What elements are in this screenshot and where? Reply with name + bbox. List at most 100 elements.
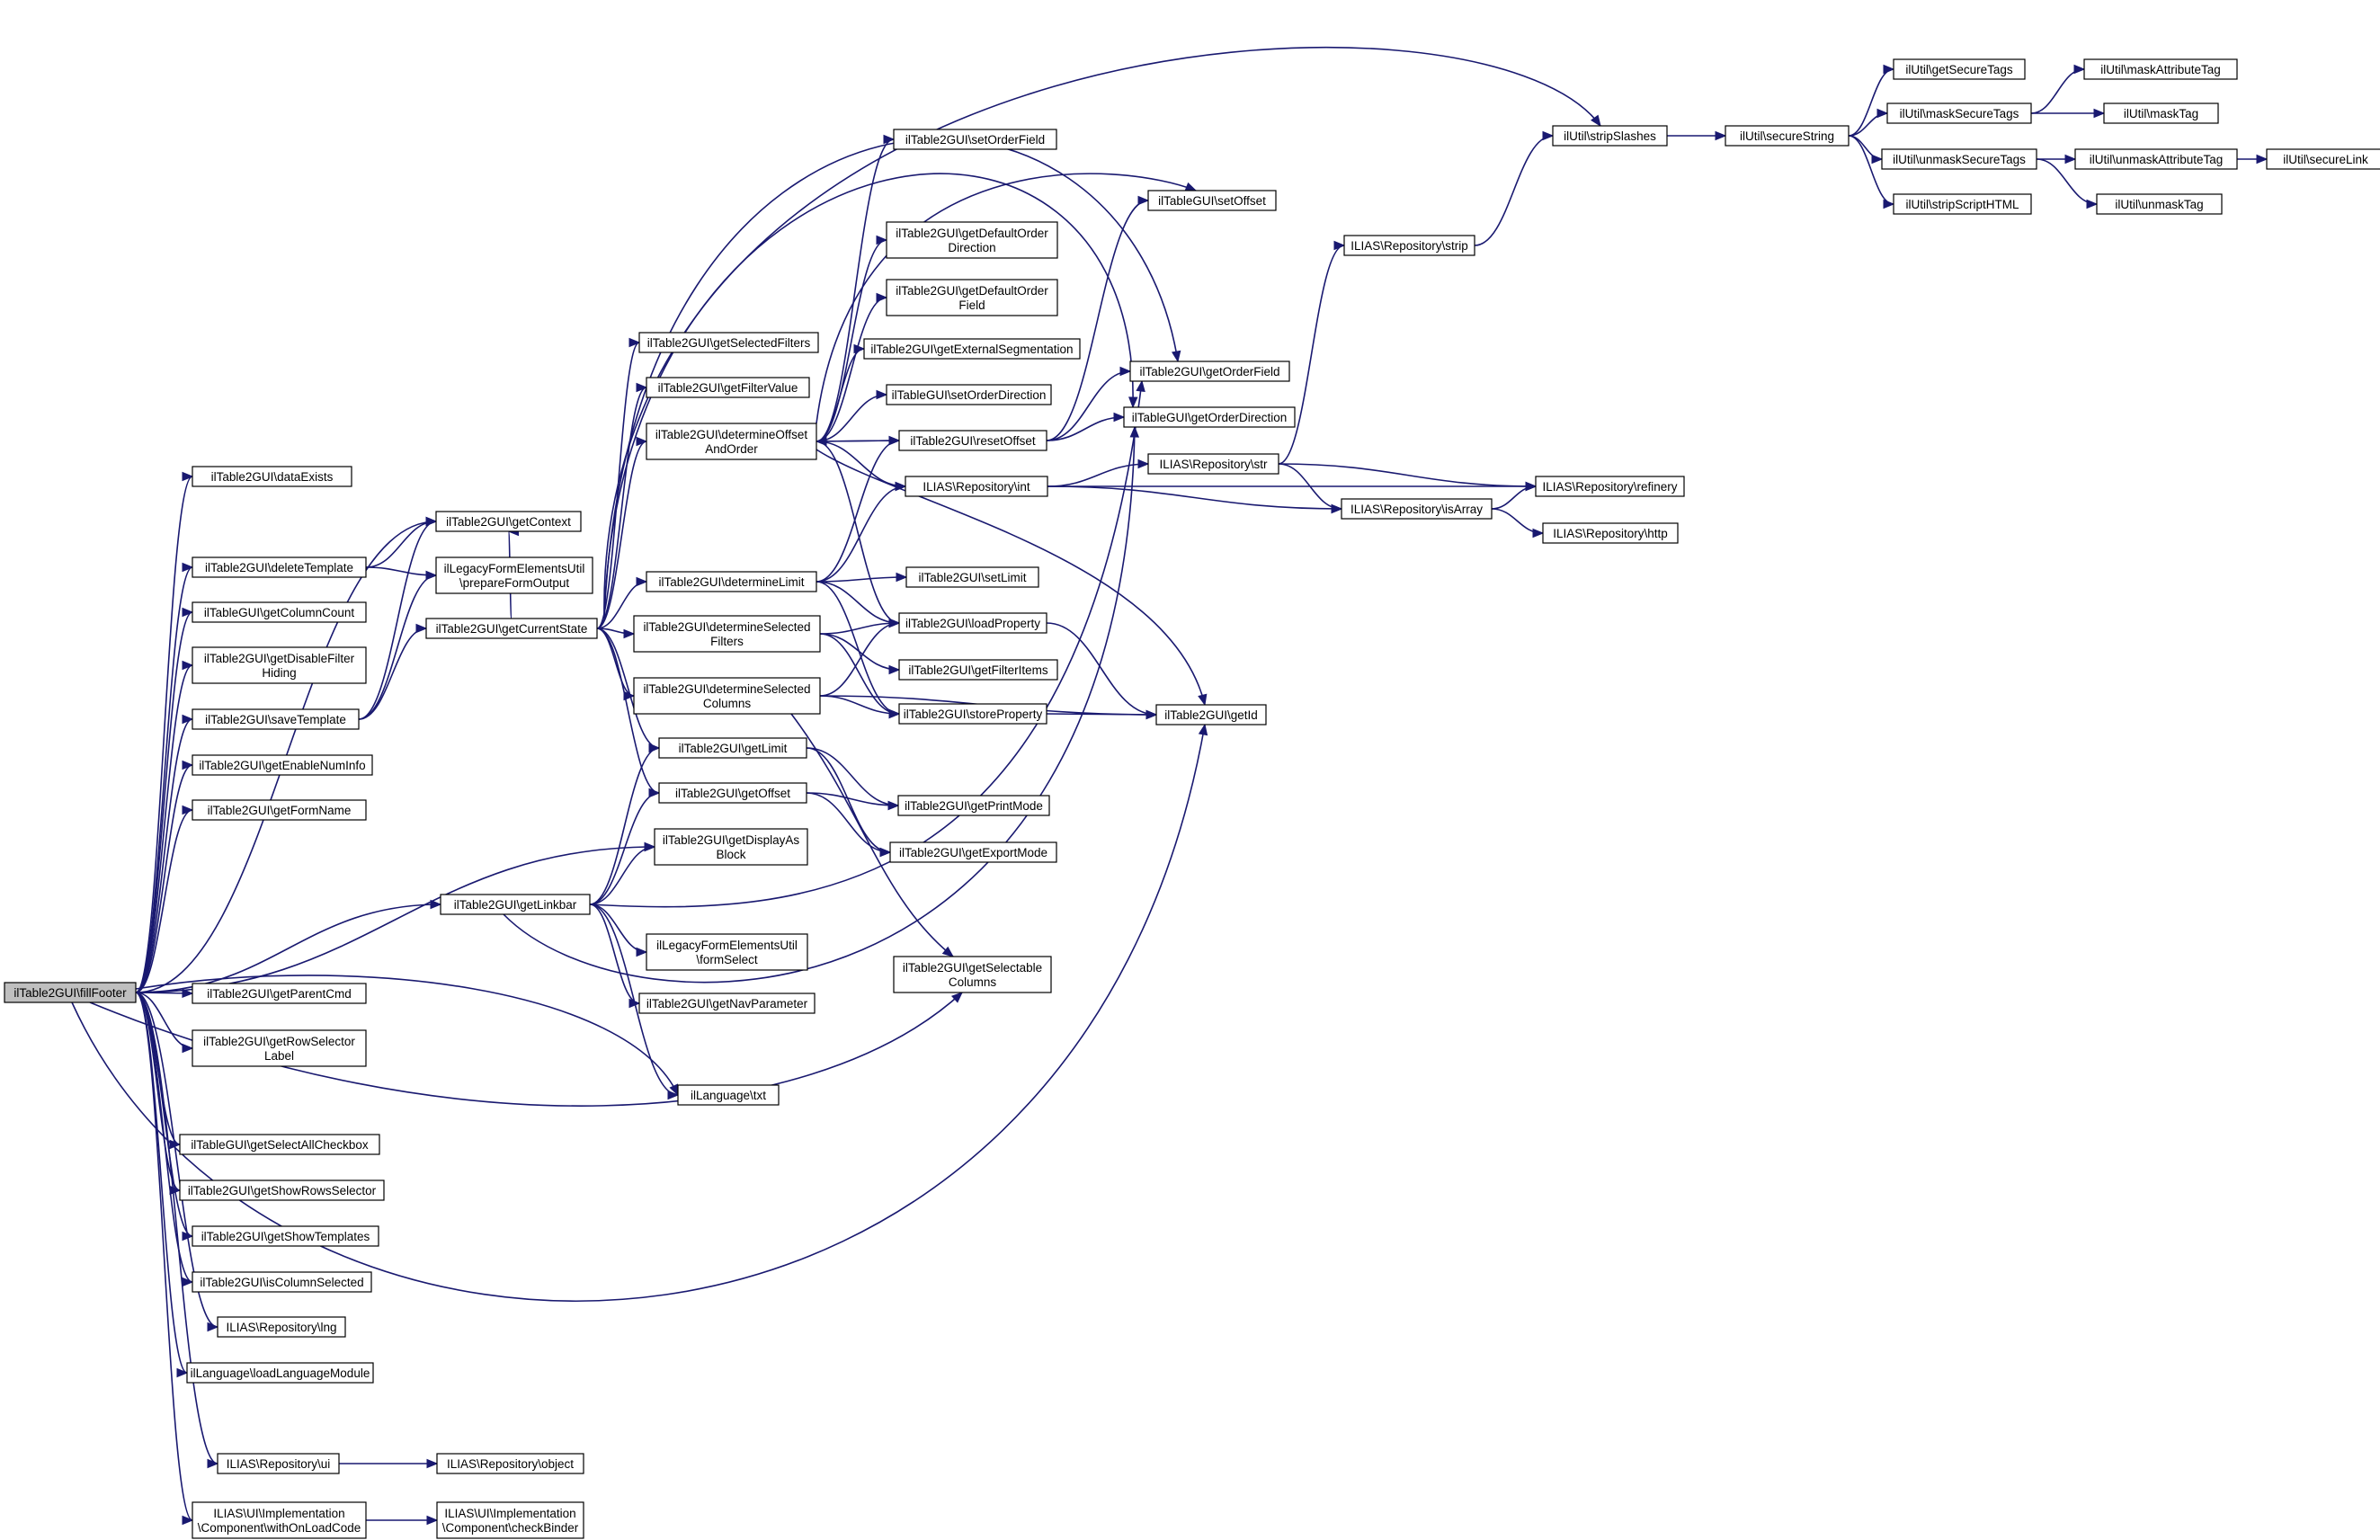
node-setOrderField[interactable]: ilTable2GUI\setOrderField bbox=[893, 129, 1057, 150]
node-getFormName[interactable]: ilTable2GUI\getFormName bbox=[192, 799, 367, 821]
edge-line bbox=[816, 138, 895, 442]
node-checkBinder[interactable]: ILIAS\UI\Implementation\Component\checkB… bbox=[436, 1501, 584, 1539]
node-label: ilTable2GUI\getExternalSegmentation bbox=[870, 343, 1073, 356]
node-determineLimit[interactable]: ilTable2GUI\determineLimit bbox=[646, 571, 817, 592]
node-secureString[interactable]: ilUtil\secureString bbox=[1725, 125, 1850, 147]
node-getColumnCount[interactable]: ilTableGUI\getColumnCount bbox=[192, 601, 367, 623]
node-unmaskSecureTags[interactable]: ilUtil\unmaskSecureTags bbox=[1881, 148, 2037, 170]
edge-arrowhead bbox=[1333, 240, 1346, 251]
edge-getCurrentState-to-getOrderField bbox=[603, 138, 1181, 619]
edge-arrowhead bbox=[876, 235, 888, 245]
node-setOffset[interactable]: ilTableGUI\setOffset bbox=[1147, 190, 1277, 211]
node-isArray[interactable]: ILIAS\Repository\isArray bbox=[1341, 498, 1493, 520]
node-label: ILIAS\Repository\http bbox=[1553, 527, 1668, 540]
node-fillFooter[interactable]: ilTable2GUI\fillFooter bbox=[4, 982, 137, 1003]
node-loadProperty[interactable]: ilTable2GUI\loadProperty bbox=[898, 612, 1047, 634]
node-getOffset[interactable]: ilTable2GUI\getOffset bbox=[658, 782, 807, 804]
node-getContext[interactable]: ilTable2GUI\getContext bbox=[435, 511, 582, 532]
node-maskSecureTags[interactable]: ilUtil\maskSecureTags bbox=[1886, 102, 2032, 124]
node-unmaskAttributeTag[interactable]: ilUtil\unmaskAttributeTag bbox=[2074, 148, 2238, 170]
node-lng[interactable]: ILIAS\Repository\lng bbox=[217, 1316, 346, 1338]
edge-fillFooter-to-getId bbox=[71, 723, 1208, 1302]
edge-arrowhead bbox=[182, 760, 194, 770]
node-getExternalSegmentation[interactable]: ilTable2GUI\getExternalSegmentation bbox=[863, 338, 1081, 360]
edge-arrowhead bbox=[1119, 366, 1132, 377]
edge-stripSlashes-to-secureString bbox=[1667, 130, 1727, 141]
node-getPrintMode[interactable]: ilTable2GUI\getPrintMode bbox=[897, 795, 1050, 816]
node-resetOffset[interactable]: ilTable2GUI\resetOffset bbox=[898, 430, 1047, 451]
edge-unmaskAttributeTag-to-secureLink bbox=[2236, 154, 2269, 165]
node-deleteTemplate[interactable]: ilTable2GUI\deleteTemplate bbox=[192, 556, 367, 578]
node-strip[interactable]: ILIAS\Repository\strip bbox=[1343, 235, 1475, 256]
edge-getOffset-to-getPrintMode bbox=[806, 792, 900, 811]
node-box bbox=[638, 332, 819, 353]
edge-fillFooter-to-dataExists bbox=[135, 471, 194, 993]
node-str[interactable]: ILIAS\Repository\str bbox=[1147, 453, 1279, 475]
node-secureLink[interactable]: ilUtil\secureLink bbox=[2266, 148, 2380, 170]
node-getOrderField[interactable]: ilTable2GUI\getOrderField bbox=[1129, 361, 1290, 382]
node-stripScriptHTML[interactable]: ilUtil\stripScriptHTML bbox=[1893, 193, 2032, 215]
node-label: ILIAS\Repository\isArray bbox=[1350, 503, 1483, 516]
node-getSelectAllCheckbox[interactable]: ilTableGUI\getSelectAllCheckbox bbox=[179, 1134, 380, 1155]
node-withOnLoadCode[interactable]: ILIAS\UI\Implementation\Component\withOn… bbox=[192, 1501, 367, 1539]
node-label: ILIAS\Repository\int bbox=[923, 480, 1030, 494]
edge-line bbox=[365, 566, 437, 576]
node-getFilterValue[interactable]: ilTable2GUI\getFilterValue bbox=[646, 377, 810, 398]
node-object[interactable]: ILIAS\Repository\object bbox=[436, 1453, 584, 1474]
node-txt[interactable]: ilLanguage\txt bbox=[677, 1084, 780, 1106]
node-label: ilTable2GUI\getShowTemplates bbox=[201, 1230, 370, 1243]
node-getShowTemplates[interactable]: ilTable2GUI\getShowTemplates bbox=[192, 1225, 379, 1247]
node-getEnableNumInfo[interactable]: ilTable2GUI\getEnableNumInfo bbox=[192, 754, 373, 776]
edge-secureString-to-getSecureTags bbox=[1848, 64, 1895, 137]
node-isColumnSelected[interactable]: ilTable2GUI\isColumnSelected bbox=[192, 1271, 372, 1293]
node-saveTemplate[interactable]: ilTable2GUI\saveTemplate bbox=[192, 708, 360, 730]
node-box bbox=[1886, 102, 2032, 124]
node-dataExists[interactable]: ilTable2GUI\dataExists bbox=[192, 466, 352, 487]
node-refinery[interactable]: ILIAS\Repository\refinery bbox=[1535, 476, 1685, 497]
node-int[interactable]: ILIAS\Repository\int bbox=[905, 476, 1048, 497]
edge-line bbox=[135, 664, 193, 993]
node-storeProperty[interactable]: ilTable2GUI\storeProperty bbox=[898, 703, 1047, 725]
node-maskTag[interactable]: ilUtil\maskTag bbox=[2103, 102, 2219, 124]
node-getSecureTags[interactable]: ilUtil\getSecureTags bbox=[1893, 58, 2026, 80]
node-box bbox=[1893, 58, 2026, 80]
node-stripSlashes[interactable]: ilUtil\stripSlashes bbox=[1552, 125, 1668, 147]
node-maskAttributeTag[interactable]: ilUtil\maskAttributeTag bbox=[2083, 58, 2238, 80]
node-getShowRowsSelector[interactable]: ilTable2GUI\getShowRowsSelector bbox=[179, 1179, 385, 1201]
node-formSelect[interactable]: ilLegacyFormElementsUtil\formSelect bbox=[646, 933, 808, 971]
node-getLimit[interactable]: ilTable2GUI\getLimit bbox=[658, 737, 807, 759]
node-label: ilTable2GUI\determineLimit bbox=[658, 575, 804, 589]
node-box bbox=[1129, 361, 1290, 382]
edge-arrowhead bbox=[879, 847, 892, 858]
node-getLinkbar[interactable]: ilTable2GUI\getLinkbar bbox=[440, 894, 591, 915]
node-getSelectedFilters[interactable]: ilTable2GUI\getSelectedFilters bbox=[638, 332, 819, 353]
node-box bbox=[192, 1029, 367, 1067]
node-loadLanguageModule[interactable]: ilLanguage\loadLanguageModule bbox=[186, 1362, 374, 1384]
node-http[interactable]: ILIAS\Repository\http bbox=[1542, 522, 1679, 544]
edge-arrowhead bbox=[1198, 693, 1208, 707]
node-setOrderDirection[interactable]: ilTableGUI\setOrderDirection bbox=[886, 384, 1052, 405]
node-getExportMode[interactable]: ilTable2GUI\getExportMode bbox=[889, 841, 1057, 863]
node-getParentCmd[interactable]: ilTable2GUI\getParentCmd bbox=[192, 983, 367, 1004]
node-prepareFormOutput[interactable]: ilLegacyFormElementsUtil\prepareFormOutp… bbox=[435, 556, 593, 594]
node-unmaskTag[interactable]: ilUtil\unmaskTag bbox=[2096, 193, 2223, 215]
edge-saveTemplate-to-getContext bbox=[358, 516, 438, 720]
node-getNavParameter[interactable]: ilTable2GUI\getNavParameter bbox=[638, 993, 816, 1014]
node-setLimit[interactable]: ilTable2GUI\setLimit bbox=[905, 566, 1039, 588]
node-getCurrentState[interactable]: ilTable2GUI\getCurrentState bbox=[425, 618, 598, 639]
node-getId[interactable]: ilTable2GUI\getId bbox=[1155, 704, 1267, 725]
edge-line bbox=[1491, 485, 1537, 510]
node-box bbox=[886, 384, 1052, 405]
node-getOrderDirection[interactable]: ilTableGUI\getOrderDirection bbox=[1123, 406, 1296, 428]
node-getFilterItems[interactable]: ilTable2GUI\getFilterItems bbox=[898, 659, 1058, 681]
node-ui[interactable]: ILIAS\Repository\ui bbox=[217, 1453, 340, 1474]
